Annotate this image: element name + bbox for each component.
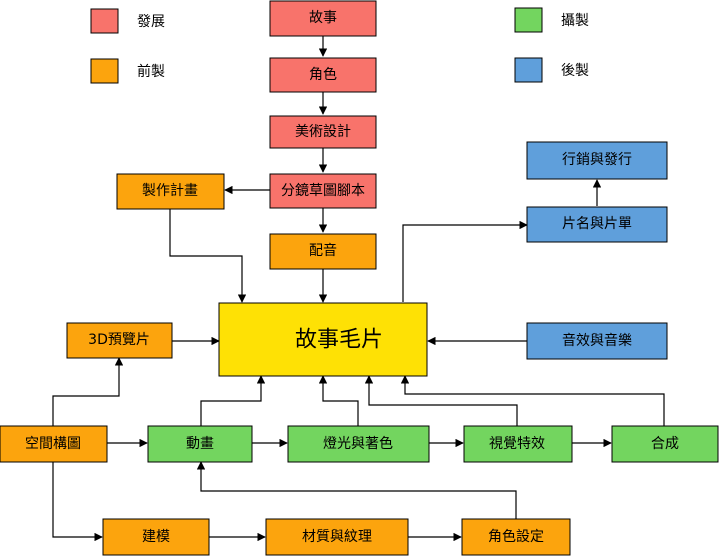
node-production-plan bbox=[116, 173, 225, 210]
node-character-label: 角色 bbox=[309, 66, 337, 83]
node-voice bbox=[269, 233, 377, 270]
edge-compositing-animatic bbox=[400, 375, 665, 426]
node-credits-label: 片名與片單 bbox=[562, 216, 632, 232]
node-production-plan-label: 製作計畫 bbox=[142, 183, 198, 199]
node-voice-label: 配音 bbox=[309, 242, 337, 259]
edge-lighting-animatic bbox=[318, 375, 359, 426]
edge-animation-animatic bbox=[200, 375, 266, 426]
node-animatic bbox=[218, 302, 428, 377]
node-character bbox=[269, 57, 377, 93]
connectors bbox=[52, 36, 665, 542]
legend-label-development: 發展 bbox=[137, 14, 165, 30]
node-storyboard-script-label: 分鏡草圖腳本 bbox=[281, 183, 365, 199]
edge-layout-modeling bbox=[52, 462, 103, 542]
node-modeling bbox=[102, 518, 210, 556]
node-distribution bbox=[526, 141, 668, 180]
node-story-label: 故事 bbox=[309, 10, 337, 26]
legend: 發展 前製 攝製 後製 bbox=[90, 7, 589, 84]
node-compositing-label: 合成 bbox=[651, 436, 679, 452]
node-animation-label: 動畫 bbox=[186, 436, 214, 452]
node-character-setup bbox=[461, 518, 571, 556]
node-art-design-label: 美術設計 bbox=[295, 124, 351, 140]
node-art-design bbox=[269, 115, 377, 149]
node-vfx-label: 視覺特效 bbox=[489, 436, 545, 452]
edge-layout-preview bbox=[52, 357, 124, 426]
node-animation bbox=[147, 425, 253, 463]
node-modeling-label: 建模 bbox=[142, 529, 170, 545]
node-storyboard-script bbox=[269, 173, 377, 209]
node-materials-label: 材質與紋理 bbox=[302, 529, 372, 545]
node-layout-label: 空間構圖 bbox=[25, 436, 81, 452]
legend-swatch-preproduction bbox=[90, 58, 119, 84]
legend-label-postproduction: 後製 bbox=[561, 63, 589, 79]
legend-swatch-postproduction bbox=[514, 57, 543, 83]
node-layout bbox=[0, 425, 108, 463]
node-distribution-label: 行銷與發行 bbox=[562, 152, 632, 168]
node-story bbox=[269, 0, 377, 37]
node-vfx bbox=[463, 425, 573, 463]
edge-animatic-credits bbox=[402, 220, 528, 302]
node-animatic-label: 故事毛片 bbox=[295, 328, 383, 353]
node-labels: 故事 角色 美術設計 分鏡草圖腳本 製作計畫 配音 故事毛片 3D預覽片 空間構… bbox=[25, 10, 679, 545]
node-sound bbox=[526, 322, 668, 360]
node-sound-label: 音效與音樂 bbox=[562, 332, 632, 349]
node-preview-3d-label: 3D預覽片 bbox=[88, 332, 150, 348]
edge-plan-animatic bbox=[169, 209, 247, 303]
edge-charsetup-animation bbox=[196, 461, 517, 519]
legend-swatch-filming bbox=[514, 7, 543, 33]
node-compositing bbox=[611, 425, 719, 463]
legend-label-filming: 攝製 bbox=[561, 13, 589, 29]
node-lighting bbox=[287, 425, 430, 463]
legend-swatch-development bbox=[90, 8, 119, 34]
node-character-setup-label: 角色設定 bbox=[488, 528, 544, 545]
node-preview-3d bbox=[66, 322, 173, 359]
node-lighting-label: 燈光與著色 bbox=[323, 435, 393, 452]
node-credits bbox=[526, 206, 668, 243]
node-materials bbox=[265, 518, 409, 556]
legend-label-preproduction: 前製 bbox=[137, 63, 165, 80]
edge-vfx-animatic bbox=[364, 375, 518, 426]
